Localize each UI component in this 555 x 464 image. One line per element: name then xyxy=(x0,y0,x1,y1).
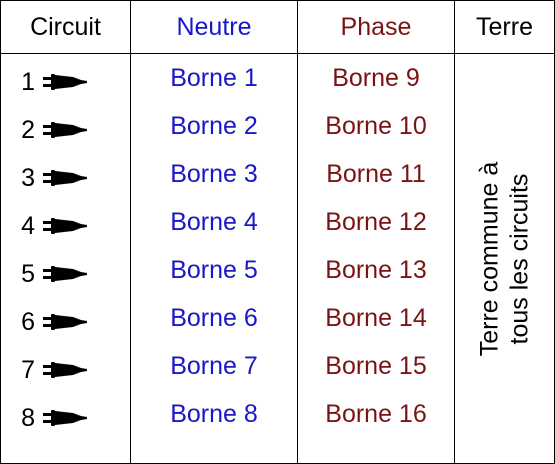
circuit-number: 4 xyxy=(21,211,35,240)
plug-icon xyxy=(43,170,87,186)
earth-column: Terre commune à tous les circuits xyxy=(455,54,554,463)
earth-note: Terre commune à tous les circuits xyxy=(455,54,554,463)
plug-icon xyxy=(43,314,87,330)
neutral-terminal: Borne 6 xyxy=(170,303,258,332)
phase-terminal: Borne 10 xyxy=(325,111,427,140)
circuit-row: 4 xyxy=(1,202,130,250)
column-divider xyxy=(130,1,131,463)
phase-terminal: Borne 15 xyxy=(325,351,427,380)
circuit-number: 3 xyxy=(21,163,35,192)
phase-terminal: Borne 16 xyxy=(325,399,427,428)
header-divider xyxy=(1,53,554,54)
phase-terminal: Borne 11 xyxy=(326,159,426,188)
circuit-number: 2 xyxy=(21,115,35,144)
header-neutral: Neutre xyxy=(176,13,252,41)
column-divider xyxy=(297,1,298,463)
neutral-terminal: Borne 5 xyxy=(170,255,258,284)
plug-icon xyxy=(43,74,87,90)
circuit-row: 8 xyxy=(1,394,130,442)
header-circuit: Circuit xyxy=(30,13,101,41)
plug-icon xyxy=(43,218,87,234)
circuit-number: 8 xyxy=(21,403,35,432)
earth-note-line1: Terre commune à xyxy=(475,161,504,356)
circuit-row: 2 xyxy=(1,106,130,154)
neutral-terminal: Borne 1 xyxy=(170,63,258,92)
circuit-row: 6 xyxy=(1,298,130,346)
circuit-number: 5 xyxy=(21,259,35,288)
circuit-number: 7 xyxy=(21,355,35,384)
plug-icon xyxy=(43,266,87,282)
neutral-terminal: Borne 2 xyxy=(170,111,258,140)
plug-icon xyxy=(43,410,87,426)
earth-note-line2: tous les circuits xyxy=(505,173,534,344)
header-phase: Phase xyxy=(340,13,412,41)
circuit-number: 6 xyxy=(21,307,35,336)
neutral-terminal: Borne 8 xyxy=(170,399,258,428)
phase-column: Borne 9 Borne 10 Borne 11 Borne 12 Borne… xyxy=(298,54,454,463)
circuit-row: 7 xyxy=(1,346,130,394)
neutral-terminal: Borne 3 xyxy=(170,159,258,188)
neutral-column: Borne 1 Borne 2 Borne 3 Borne 4 Borne 5 … xyxy=(131,54,297,463)
plug-icon xyxy=(43,362,87,378)
phase-terminal: Borne 14 xyxy=(325,303,427,332)
circuit-number: 1 xyxy=(21,67,35,96)
circuit-column: 1 2 3 4 5 6 7 8 xyxy=(1,54,130,463)
neutral-terminal: Borne 4 xyxy=(170,207,258,236)
column-divider xyxy=(454,1,455,463)
plug-icon xyxy=(43,122,87,138)
circuit-row: 1 xyxy=(1,58,130,106)
neutral-terminal: Borne 7 xyxy=(170,351,258,380)
circuit-row: 5 xyxy=(1,250,130,298)
header-earth: Terre xyxy=(476,13,533,41)
phase-terminal: Borne 12 xyxy=(325,207,427,236)
phase-terminal: Borne 13 xyxy=(325,255,427,284)
circuit-row: 3 xyxy=(1,154,130,202)
phase-terminal: Borne 9 xyxy=(332,63,420,92)
